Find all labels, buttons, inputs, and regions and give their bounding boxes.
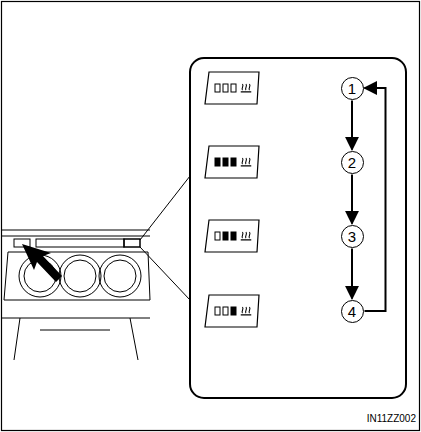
step-arrow (365, 88, 386, 311)
figure-code: IN11ZZ002 (367, 413, 416, 424)
step-arrow (351, 101, 353, 150)
step-arrow (351, 249, 353, 299)
dashboard (1, 230, 150, 360)
step-number: 1 (348, 81, 356, 96)
step-circle: 4 (341, 300, 364, 323)
step-number: 3 (348, 229, 356, 244)
step-circle: 1 (341, 77, 364, 100)
seat-heater-buttons (205, 72, 259, 327)
step-number: 4 (348, 304, 356, 319)
pointer-arrow (22, 244, 62, 282)
leader-line (140, 176, 190, 300)
callout-box (190, 58, 406, 398)
step-circle: 2 (341, 151, 364, 174)
step-arrow (351, 175, 353, 224)
step-circle: 3 (341, 225, 364, 248)
step-number: 2 (348, 155, 356, 170)
